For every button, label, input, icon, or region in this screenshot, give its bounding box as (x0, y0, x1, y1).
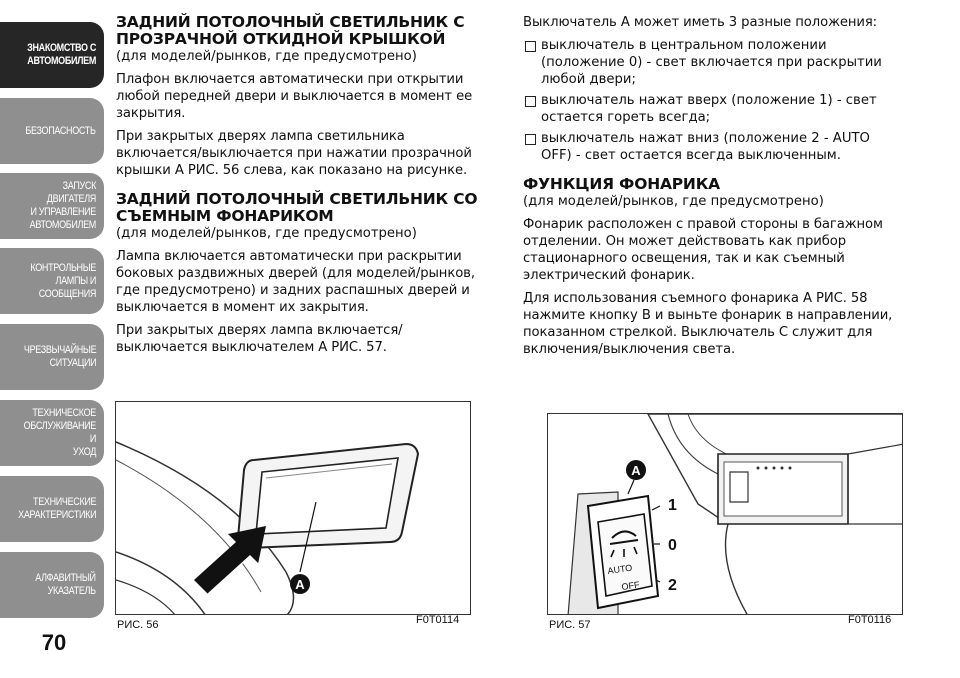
figure-56-lamp-illustration: A (115, 401, 471, 615)
paragraph: Для использования съемного фонарика А РИ… (523, 291, 893, 357)
section-removable-torch-lamp: ЗАДНИЙ ПОТОЛОЧНЫЙ СВЕТИЛЬНИК СО СЪЕМНЫМ … (116, 191, 494, 356)
switch-auto-label: AUTO (607, 563, 633, 576)
tab-starting-driving[interactable]: ЗАПУСК ДВИГАТЕЛЯ И УПРАВЛЕНИЕ АВТОМОБИЛЕ… (0, 173, 104, 239)
left-column: ЗАДНИЙ ПОТОЛОЧНЫЙ СВЕТИЛЬНИК С ПРОЗРАЧНО… (116, 14, 494, 368)
fig56-callout-a: A (295, 577, 305, 592)
figure-57-switch-illustration: AUTO OFF A 1 0 2 (547, 413, 903, 615)
tab-safety[interactable]: БЕЗОПАСНОСТЬ (0, 98, 104, 164)
paragraph: Лампа включается автоматически при раскр… (116, 249, 475, 315)
section-torch-function: ФУНКЦИЯ ФОНАРИКА (для моделей/рынков, гд… (523, 176, 903, 358)
section-clear-cover-lamp: ЗАДНИЙ ПОТОЛОЧНЫЙ СВЕТИЛЬНИК С ПРОЗРАЧНО… (116, 14, 494, 179)
tab-getting-to-know[interactable]: ЗНАКОМСТВО С АВТОМОБИЛЕМ (0, 22, 104, 88)
switch-positions-list: выключатель в центральном положении (пол… (523, 37, 903, 164)
paragraph: Плафон включается автоматически при откр… (116, 72, 473, 121)
paragraph: Фонарик расположен с правой стороны в ба… (523, 217, 883, 283)
section-title: ФУНКЦИЯ ФОНАРИКА (523, 175, 720, 193)
tab-maintenance[interactable]: ТЕХНИЧЕСКОЕ ОБСЛУЖИВАНИЕ И УХОД (0, 400, 104, 466)
right-column: Выключатель А может иметь 3 разные полож… (523, 14, 903, 370)
paragraph: При закрытых дверях лампа включается/ вы… (116, 323, 403, 355)
fig56-code: F0T0114 (416, 614, 460, 626)
switch-off-label: OFF (621, 580, 641, 592)
fig56-caption: РИС. 56 (117, 619, 159, 631)
tab-technical-specs[interactable]: ТЕХНИЧЕСКИЕ ХАРАКТЕРИСТИКИ (0, 476, 104, 542)
switch-intro: Выключатель А может иметь 3 разные полож… (523, 15, 878, 30)
tab-index[interactable]: АЛФАВИТНЫЙ УКАЗАТЕЛЬ (0, 552, 104, 618)
list-item: выключатель в центральном положении (пол… (523, 37, 903, 88)
fig57-caption: РИС. 57 (549, 619, 591, 631)
position-1-label: 1 (668, 497, 677, 514)
fig57-callout-a: A (631, 463, 641, 478)
position-2-label: 2 (668, 577, 677, 594)
tab-warning-lights[interactable]: КОНТРОЛЬНЫЕ ЛАМПЫ И СООБЩЕНИЯ (0, 248, 104, 314)
tab-emergency[interactable]: ЧРЕЗВЫЧАЙНЫЕ СИТУАЦИИ (0, 324, 104, 390)
paragraph: При закрытых дверях лампа светильника вк… (116, 129, 472, 178)
list-item: выключатель нажат вверх (положение 1) - … (523, 92, 903, 126)
section-title: ЗАДНИЙ ПОТОЛОЧНЫЙ СВЕТИЛЬНИК СО СЪЕМНЫМ … (116, 190, 478, 225)
section-subtitle: (для моделей/рынков, где предусмотрено) (523, 194, 824, 209)
list-item: выключатель нажат вниз (положение 2 - AU… (523, 130, 903, 164)
page-number: 70 (41, 630, 67, 655)
section-subtitle: (для моделей/рынков, где предусмотрено) (116, 226, 417, 241)
position-0-label: 0 (668, 537, 677, 554)
fig57-code: F0T0116 (848, 614, 892, 626)
section-title: ЗАДНИЙ ПОТОЛОЧНЫЙ СВЕТИЛЬНИК С ПРОЗРАЧНО… (116, 13, 465, 48)
section-subtitle: (для моделей/рынков, где предусмотрено) (116, 49, 417, 64)
